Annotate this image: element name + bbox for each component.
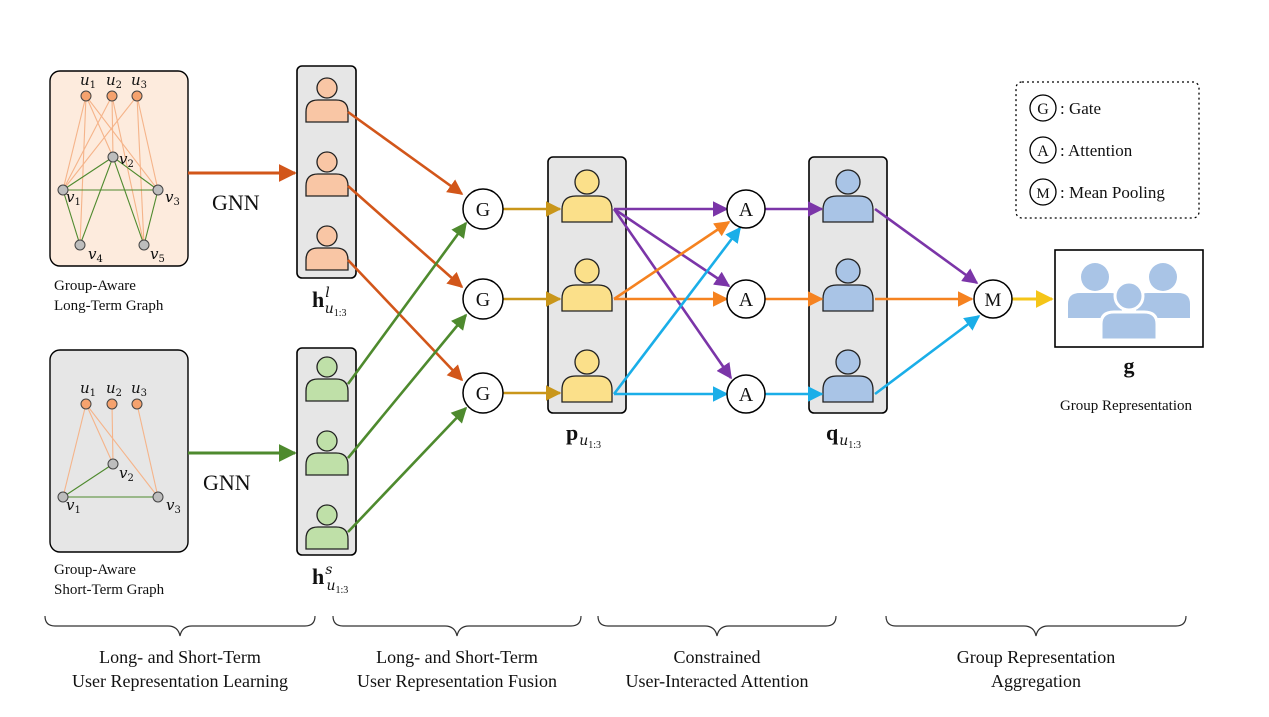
arrow-p1-a2 [613,207,731,288]
short-item-3-label: v3 [166,496,181,516]
group-icon [1068,263,1190,342]
p-user-icon-3 [561,349,613,403]
stage-2-line-1: Long- and Short-Term [376,647,538,667]
long-user-3-label: u3 [131,71,147,91]
legend-item-mean-pooling: M : Mean Pooling [1029,178,1165,206]
long-item-1-label: v1 [66,188,81,208]
q-label: qu1:3 [826,420,861,451]
arrow-p3-a1 [612,226,742,395]
arrow-q3-m [874,314,981,396]
arrow-p2-a1 [613,220,731,301]
long-item-2-label: v2 [119,150,134,170]
svg-text:G: G [476,199,490,221]
svg-text:G: G [476,289,490,311]
attention-node-3: A [726,374,766,414]
arrow-hs2-g2 [346,313,468,459]
stage-brace-3 [597,615,837,637]
short-graph-caption-2: Short-Term Graph [54,582,165,598]
q-user-icon-3 [822,349,874,403]
hl-user-icon-3 [305,225,349,271]
hl-user-icon-1 [305,77,349,123]
long-graph-caption-2: Long-Term Graph [54,298,164,314]
gate-node-2: G [462,278,504,320]
svg-text:A: A [1037,143,1049,160]
hs-user-icon-2 [305,430,349,476]
p-user-icon-1 [561,169,613,223]
q-user-icon-2 [822,258,874,312]
stage-brace-4 [885,615,1187,637]
attention-node-2: A [726,279,766,319]
short-item-1-label: v1 [66,496,81,516]
hs-user-icon-3 [305,504,349,550]
group-caption: Group Representation [1060,398,1193,414]
stage-1-line-2: User Representation Learning [72,671,288,691]
svg-text:M: M [1036,186,1049,202]
gate-node-3: G [462,372,504,414]
legend-item-attention: A : Attention [1029,136,1133,164]
svg-text:G: G [1037,101,1049,118]
hs-user-icon-1 [305,356,349,402]
stage-1-line-1: Long- and Short-Term [99,647,261,667]
short-user-2-label: u2 [106,379,122,399]
stage-4-line-1: Group Representation [957,647,1115,667]
arrow-q1-m [874,207,979,285]
svg-text:: Gate: : Gate [1060,99,1101,118]
svg-text:: Mean Pooling: : Mean Pooling [1060,183,1165,202]
long-term-graph: u1 u2 u3 v2 v1 v3 v4 v5 [49,70,189,267]
group-representation-box [1054,249,1204,348]
mean-pooling-node: M [973,279,1013,319]
short-term-graph: u1 u2 u3 v2 v1 v3 [49,349,189,553]
short-user-3-label: u3 [131,379,147,399]
gnn-label-long: GNN [212,190,260,215]
arrow-p1-a3 [612,208,733,380]
long-graph-caption-1: Group-Aware [54,278,136,294]
gate-node-1: G [462,188,504,230]
svg-text:A: A [739,384,754,406]
stage-brace-1 [44,615,316,637]
q-user-icon-1 [822,169,874,223]
svg-text:M: M [985,290,1002,311]
svg-text:: Attention: : Attention [1060,141,1133,160]
arrow-hl1-g1 [347,110,464,196]
p-label: pu1:3 [566,420,601,451]
long-item-4-label: v4 [88,245,103,265]
legend: G : Gate A : Attention M : Mean Pooling [1015,81,1200,219]
arrow-hl3-g3 [347,259,464,382]
short-graph-caption-1: Group-Aware [54,562,136,578]
arrow-hl2-g2 [347,185,464,289]
short-user-1-label: u1 [80,379,96,399]
gnn-label-short: GNN [203,470,251,495]
legend-item-gate: G : Gate [1029,94,1101,122]
long-item-5-label: v5 [150,245,165,265]
arrow-hs1-g1 [346,221,468,385]
stage-2-line-2: User Representation Fusion [357,671,557,691]
long-user-1-label: u1 [80,71,96,91]
hl-user-icon-2 [305,151,349,197]
long-user-2-label: u2 [106,71,122,91]
svg-text:G: G [476,383,490,405]
svg-text:A: A [739,289,754,311]
stage-3-line-2: User-Interacted Attention [625,671,808,691]
stage-3-line-1: Constrained [674,647,761,667]
svg-text:A: A [739,199,754,221]
short-item-2-label: v2 [119,464,134,484]
attention-node-1: A [726,189,766,229]
stage-brace-2 [332,615,582,637]
arrow-hs3-g3 [347,406,468,533]
p-user-icon-2 [561,258,613,312]
group-symbol: g [1124,353,1135,378]
long-item-3-label: v3 [165,188,180,208]
stage-4-line-2: Aggregation [991,671,1081,691]
